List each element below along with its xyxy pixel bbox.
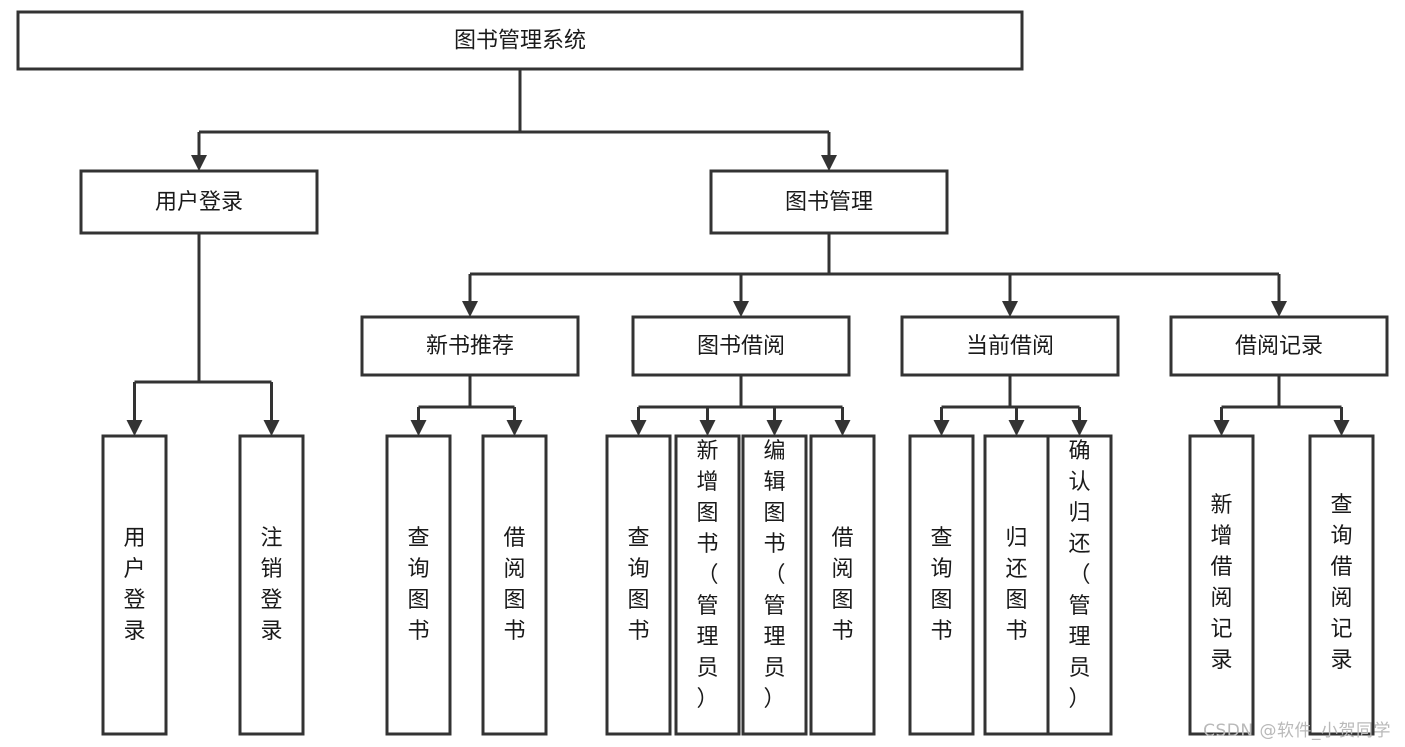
arrow-head-icon — [126, 420, 143, 436]
node-label: 查询图书 — [407, 526, 429, 644]
node-box[interactable] — [741, 434, 808, 736]
node-box[interactable] — [983, 434, 1050, 736]
node-label: 借阅记录 — [1235, 334, 1323, 359]
node-label: 注销登录 — [260, 526, 282, 644]
node-leaf-user-logout[interactable]: 注销登录 — [238, 434, 305, 736]
arrow-head-icon — [821, 155, 837, 171]
node-box[interactable] — [1046, 434, 1113, 736]
node-label: 新书推荐 — [426, 334, 514, 359]
node-box[interactable] — [605, 434, 672, 736]
node-label: 当前借阅 — [966, 334, 1054, 359]
node-leaf-user-login[interactable]: 用户登录 — [101, 434, 168, 736]
node-leaf-borrow-borrow-book[interactable]: 借阅图书 — [809, 434, 876, 736]
arrow-head-icon — [506, 420, 523, 436]
node-current-borrow[interactable]: 当前借阅 — [900, 315, 1120, 377]
node-leaf-recommend-query-book[interactable]: 查询图书 — [385, 434, 452, 736]
node-label: 查询借阅记录 — [1330, 493, 1352, 673]
arrow-head-icon — [1008, 420, 1025, 436]
node-box[interactable] — [809, 434, 876, 736]
node-label: 查询图书 — [627, 526, 649, 644]
node-label: 新增借阅记录 — [1210, 493, 1232, 673]
arrow-head-icon — [699, 420, 716, 436]
node-box[interactable] — [1188, 434, 1255, 736]
node-label: 归还图书 — [1005, 526, 1027, 644]
node-root[interactable]: 图书管理系统 — [16, 10, 1024, 71]
node-user-login[interactable]: 用户登录 — [79, 169, 319, 235]
node-box[interactable] — [385, 434, 452, 736]
arrow-head-icon — [1002, 301, 1018, 317]
arrow-head-icon — [733, 301, 749, 317]
node-box[interactable] — [631, 315, 851, 377]
node-label: 借阅图书 — [831, 526, 853, 644]
arrow-head-icon — [462, 301, 478, 317]
connector-group — [410, 375, 523, 436]
node-box[interactable] — [674, 434, 741, 736]
node-leaf-current-return-book[interactable]: 归还图书 — [983, 434, 1050, 736]
node-leaf-borrow-edit-book[interactable]: 编辑图书（管理员） — [741, 434, 808, 736]
node-box[interactable] — [908, 434, 975, 736]
node-new-book-recommend[interactable]: 新书推荐 — [360, 315, 580, 377]
node-leaf-borrow-add-book[interactable]: 新增图书（管理员） — [674, 434, 741, 736]
node-book-management[interactable]: 图书管理 — [709, 169, 949, 235]
node-box[interactable] — [481, 434, 548, 736]
node-box[interactable] — [79, 169, 319, 235]
node-label: 编辑图书（管理员） — [763, 439, 785, 712]
node-label: 新增图书（管理员） — [696, 439, 718, 712]
arrow-head-icon — [1271, 301, 1287, 317]
arrow-head-icon — [1071, 420, 1088, 436]
arrow-head-icon — [1213, 420, 1230, 436]
connector-group — [191, 69, 837, 171]
node-box[interactable] — [238, 434, 305, 736]
node-box[interactable] — [16, 10, 1024, 71]
nodes-layer: 图书管理系统用户登录图书管理新书推荐图书借阅当前借阅借阅记录用户登录注销登录查询… — [16, 10, 1389, 736]
node-label: 确认归还（管理员） — [1068, 439, 1090, 712]
node-box[interactable] — [1169, 315, 1389, 377]
node-box[interactable] — [101, 434, 168, 736]
node-label: 图书管理系统 — [454, 29, 586, 54]
node-label: 借阅图书 — [503, 526, 525, 644]
node-box[interactable] — [900, 315, 1120, 377]
connector-group — [462, 233, 1287, 317]
node-box[interactable] — [1308, 434, 1375, 736]
arrow-head-icon — [410, 420, 427, 436]
node-label: 查询图书 — [930, 526, 952, 644]
node-leaf-record-add-record[interactable]: 新增借阅记录 — [1188, 434, 1255, 736]
node-leaf-current-query-book[interactable]: 查询图书 — [908, 434, 975, 736]
arrow-head-icon — [630, 420, 647, 436]
connector-group — [630, 375, 851, 436]
node-label: 图书管理 — [785, 190, 873, 215]
connectors-layer — [126, 69, 1350, 436]
connector-group — [933, 375, 1088, 436]
node-leaf-record-query-record[interactable]: 查询借阅记录 — [1308, 434, 1375, 736]
arrow-head-icon — [834, 420, 851, 436]
node-borrow-record[interactable]: 借阅记录 — [1169, 315, 1389, 377]
node-label: 用户登录 — [123, 526, 145, 644]
arrow-head-icon — [1333, 420, 1350, 436]
node-leaf-borrow-query-book[interactable]: 查询图书 — [605, 434, 672, 736]
connector-group — [1213, 375, 1350, 436]
arrow-head-icon — [766, 420, 783, 436]
node-book-borrow[interactable]: 图书借阅 — [631, 315, 851, 377]
node-box[interactable] — [709, 169, 949, 235]
node-label: 用户登录 — [155, 190, 243, 215]
arrow-head-icon — [191, 155, 207, 171]
connector-group — [126, 233, 280, 436]
node-box[interactable] — [360, 315, 580, 377]
arrow-head-icon — [933, 420, 950, 436]
arrow-head-icon — [263, 420, 280, 436]
node-label: 图书借阅 — [697, 334, 785, 359]
node-leaf-recommend-borrow-book[interactable]: 借阅图书 — [481, 434, 548, 736]
node-leaf-current-confirm-return[interactable]: 确认归还（管理员） — [1046, 434, 1113, 736]
